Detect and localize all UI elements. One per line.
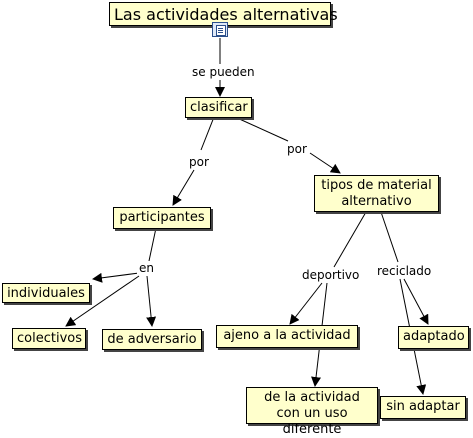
edge-por-left-participantes [172,169,195,206]
link-por-right: por [285,142,309,156]
concept-sin-adaptar[interactable]: sin adaptar [380,396,466,419]
edge-tipos-reciclado [380,211,399,263]
concept-tipos-material[interactable]: tipos de material alternativo [314,175,439,212]
edge-deportivo-ajeno [289,282,323,325]
link-por-left: por [187,155,211,169]
edge-en-adversario [146,275,157,327]
concept-uso-diferente[interactable]: de la actividad con un uso diferente [246,387,378,437]
link-deportivo: deportivo [300,268,362,282]
link-en: en [137,261,156,275]
link-reciclado: reciclado [375,264,434,278]
concept-adversario[interactable]: de adversario [102,329,202,350]
edge-clasificar-por-right [234,116,289,142]
concept-ajeno[interactable]: ajeno a la actividad [216,325,358,348]
edge-tipos-deportivo [333,211,367,268]
connection-lines [65,38,429,395]
edge-clasificar-por-left [200,116,215,151]
edge-por-right-tipos [309,152,341,174]
edge-participantes-en [148,227,157,262]
edge-en-individuales [92,272,140,283]
concept-adaptado[interactable]: adaptado [398,326,469,349]
concept-clasificar[interactable]: clasificar [185,97,252,118]
link-se-pueden: se pueden [190,65,257,79]
concept-individuales[interactable]: individuales [2,283,90,303]
document-icon[interactable] [212,22,228,37]
edge-reciclado-adaptado [403,278,429,325]
edge-en-colectivos [65,275,140,327]
concept-participantes[interactable]: participantes [113,207,211,229]
concept-colectivos[interactable]: colectivos [12,328,86,349]
